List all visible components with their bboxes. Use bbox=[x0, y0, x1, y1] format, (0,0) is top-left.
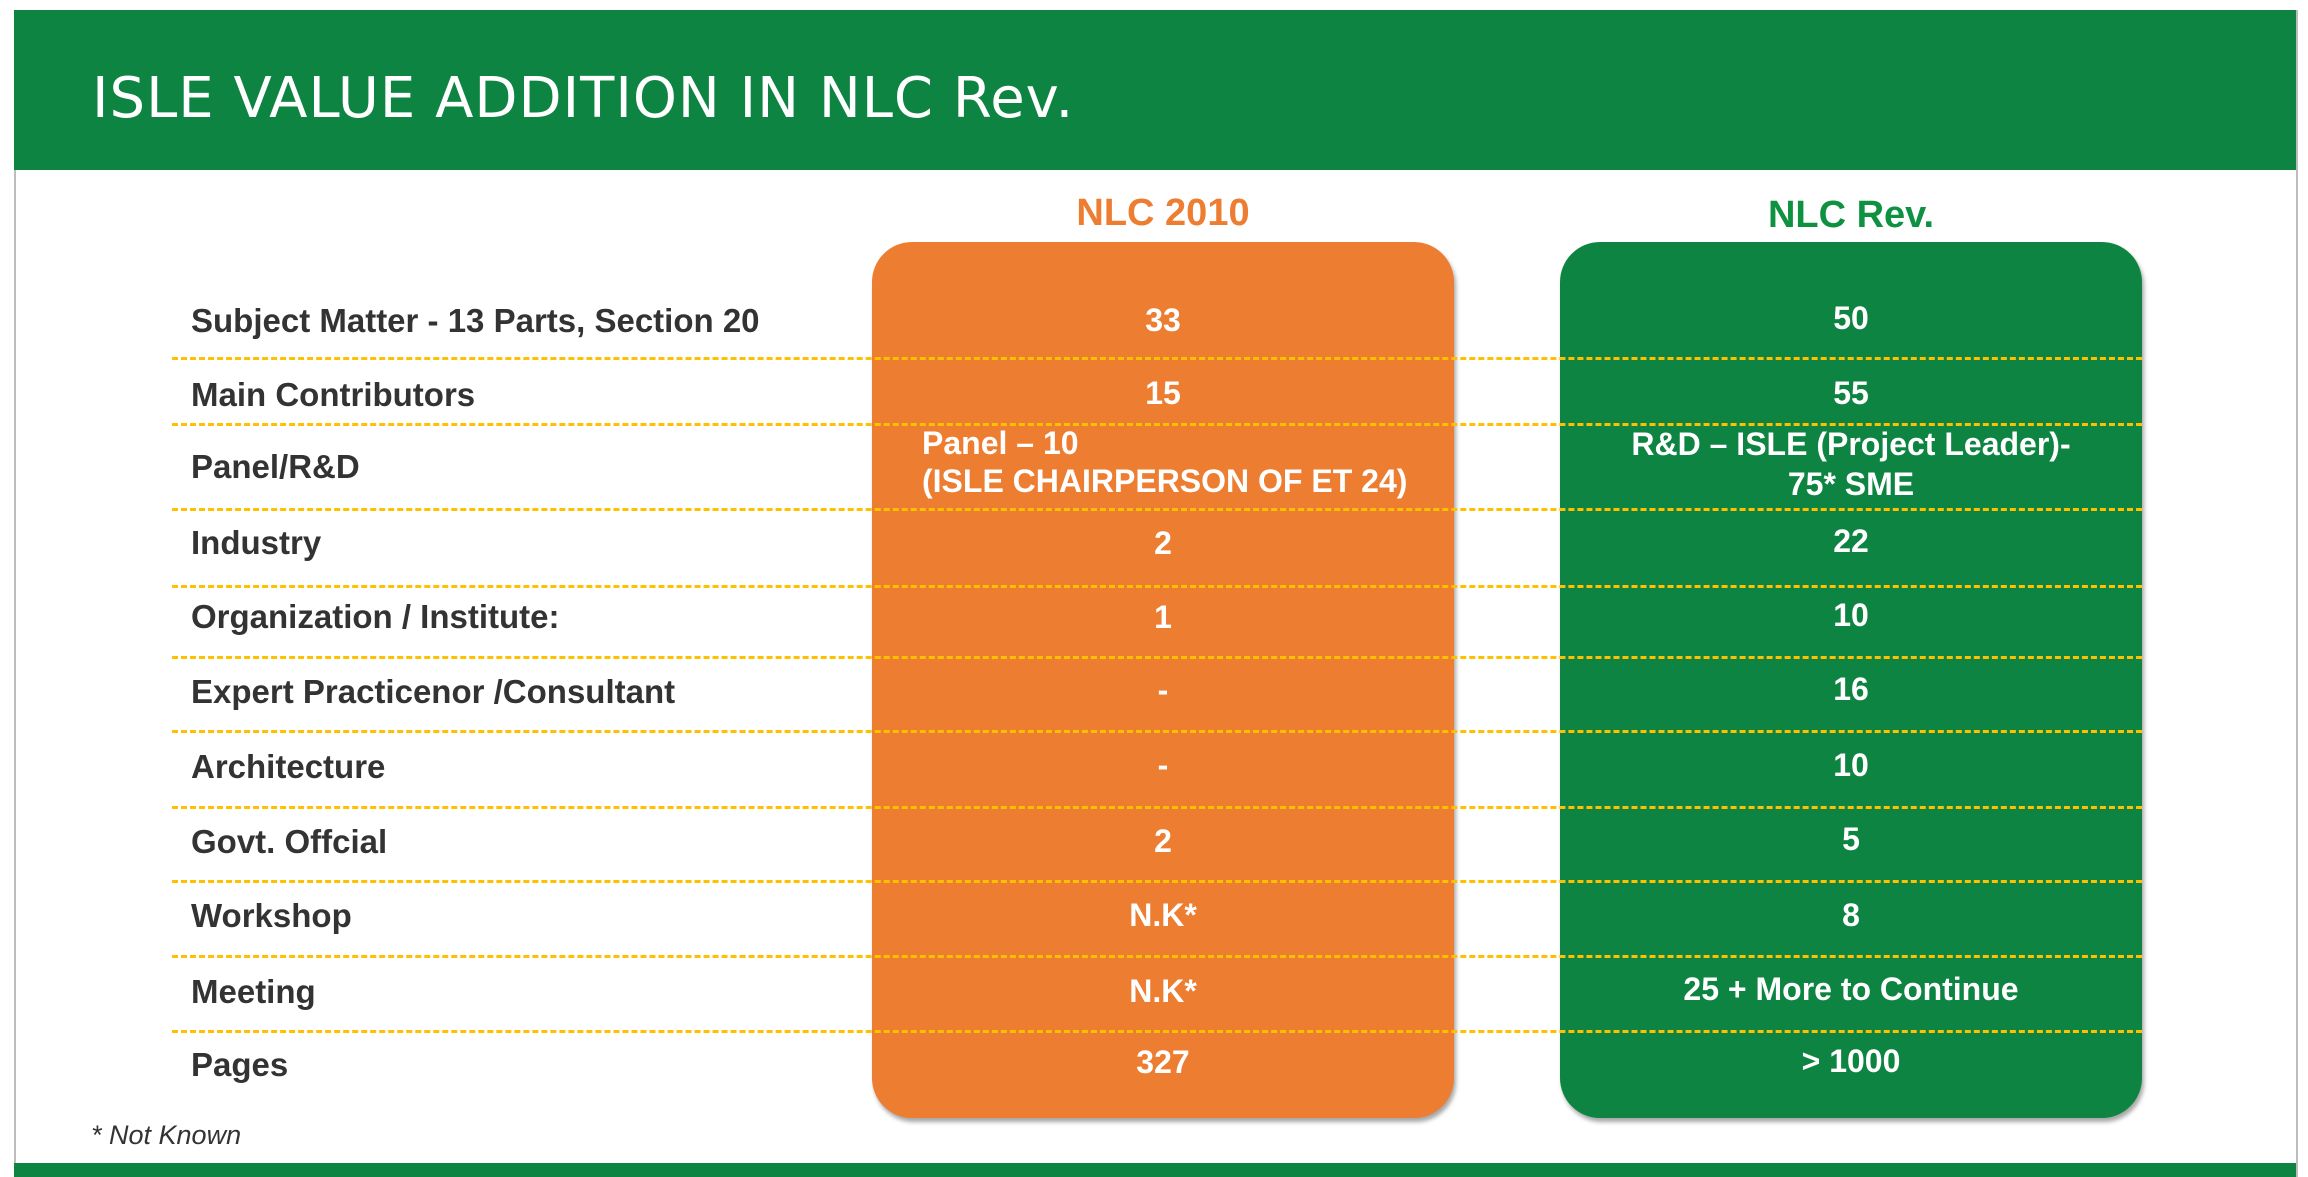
nlc-rev-panel bbox=[1560, 242, 2142, 1118]
row-label: Meeting bbox=[191, 973, 316, 1010]
nlc-rev-value: 55 bbox=[1833, 375, 1869, 411]
nlc-rev-value: 10 bbox=[1833, 747, 1869, 783]
nlc-rev-value-line2: 75* SME bbox=[1787, 466, 1915, 502]
row-label: Subject Matter - 13 Parts, Section 20 bbox=[191, 302, 760, 339]
nlc-rev-value: 16 bbox=[1833, 671, 1869, 707]
row-label: Organization / Institute: bbox=[191, 598, 560, 635]
column-header-nlc-2010: NLC 2010 bbox=[1076, 192, 1250, 234]
nlc-2010-value: N.K* bbox=[1129, 897, 1197, 933]
row-divider bbox=[172, 508, 2142, 511]
row-divider bbox=[172, 585, 2142, 588]
nlc-2010-value: 327 bbox=[1136, 1044, 1190, 1080]
nlc-2010-value: 2 bbox=[1154, 525, 1172, 561]
nlc-2010-value-line2: (ISLE CHAIRPERSON OF ET 24) bbox=[922, 463, 1408, 499]
row-divider bbox=[172, 656, 2142, 659]
nlc-2010-panel bbox=[872, 242, 1454, 1118]
page-title: ISLE VALUE ADDITION IN NLC Rev. bbox=[92, 66, 1075, 131]
row-divider bbox=[172, 1030, 2142, 1033]
bottom-bar bbox=[14, 1163, 2296, 1177]
row-divider bbox=[172, 806, 2142, 809]
nlc-rev-value: 8 bbox=[1842, 897, 1860, 933]
nlc-rev-value: 25 + More to Continue bbox=[1683, 971, 2019, 1007]
row-label: Govt. Offcial bbox=[191, 823, 388, 860]
row-divider bbox=[172, 357, 2142, 360]
nlc-2010-value: N.K* bbox=[1129, 973, 1197, 1009]
nlc-rev-value: > 1000 bbox=[1801, 1043, 1901, 1079]
row-label: Pages bbox=[191, 1046, 289, 1083]
nlc-rev-value-line1: R&D – ISLE (Project Leader)- bbox=[1631, 426, 2071, 462]
row-label: Industry bbox=[191, 524, 322, 561]
nlc-2010-value: 33 bbox=[1145, 302, 1181, 338]
nlc-2010-value: 1 bbox=[1154, 599, 1172, 635]
nlc-rev-value: 10 bbox=[1833, 597, 1869, 633]
column-header-nlc-rev: NLC Rev. bbox=[1767, 194, 1935, 236]
nlc-2010-value-line1: Panel – 10 bbox=[922, 425, 1079, 461]
nlc-rev-value: 5 bbox=[1842, 821, 1860, 857]
nlc-rev-value: 50 bbox=[1833, 300, 1869, 336]
nlc-2010-value: - bbox=[1157, 747, 1169, 783]
row-divider bbox=[172, 955, 2142, 958]
row-label: Workshop bbox=[191, 897, 352, 934]
row-divider bbox=[172, 880, 2142, 883]
row-label: Expert Practicenor /Consultant bbox=[191, 673, 676, 710]
nlc-2010-value: 2 bbox=[1154, 823, 1172, 859]
title-bar: ISLE VALUE ADDITION IN NLC Rev. bbox=[14, 10, 2296, 170]
row-label: Architecture bbox=[191, 748, 386, 785]
row-label: Panel/R&D bbox=[191, 448, 360, 485]
nlc-2010-value: - bbox=[1157, 672, 1169, 708]
footnote: * Not Known bbox=[91, 1120, 242, 1150]
nlc-rev-value: 22 bbox=[1833, 523, 1869, 559]
row-divider bbox=[172, 730, 2142, 733]
nlc-2010-value: 15 bbox=[1145, 375, 1181, 411]
row-divider bbox=[172, 423, 2142, 426]
row-label: Main Contributors bbox=[191, 376, 476, 413]
